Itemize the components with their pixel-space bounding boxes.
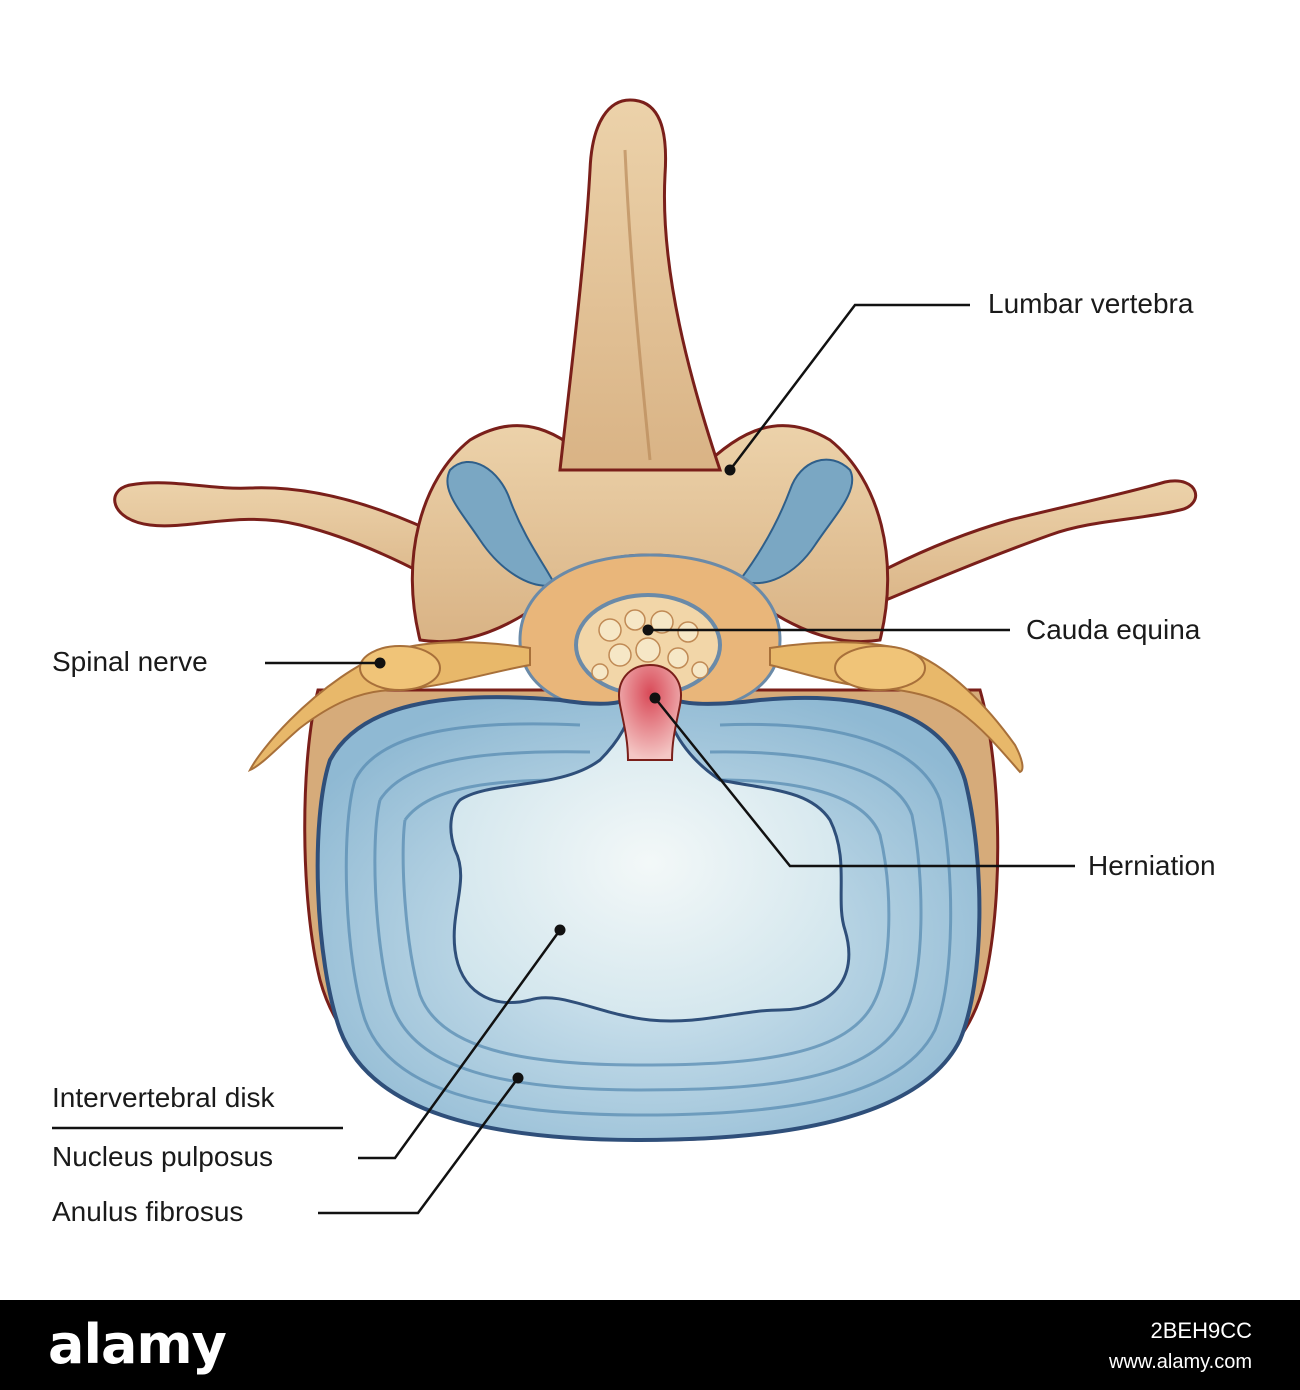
label-nucleus-pulposus: Nucleus pulposus bbox=[52, 1141, 274, 1172]
website-link[interactable]: www.alamy.com bbox=[1109, 1351, 1252, 1373]
spinous-process bbox=[558, 98, 723, 472]
leader-lines bbox=[52, 303, 1075, 1215]
anulus-rings bbox=[344, 722, 953, 1117]
label-lumbar-vertebra: Lumbar vertebra bbox=[988, 288, 1194, 319]
leader-dots bbox=[374, 464, 736, 1084]
left-transverse-process bbox=[113, 481, 473, 604]
brand-logo: alamy bbox=[48, 1313, 227, 1376]
leader-lumbar-vertebra bbox=[729, 303, 970, 471]
cauda-equina-nerve-roots bbox=[591, 609, 709, 681]
label-anulus-fibrosus: Anulus fibrosus bbox=[52, 1196, 244, 1227]
label-herniation: Herniation bbox=[1088, 850, 1216, 881]
label-spinal-nerve: Spinal nerve bbox=[52, 646, 208, 677]
watermark-footer: alamy 2BEH9CC www.alamy.com bbox=[0, 1300, 1300, 1390]
spine-illustration bbox=[52, 98, 1198, 1215]
herniation bbox=[618, 663, 682, 761]
leader-nucleus-pulposus bbox=[358, 929, 562, 1160]
image-id: 2BEH9CC bbox=[1150, 1318, 1252, 1343]
label-intervertebral-disk: Intervertebral disk bbox=[52, 1082, 275, 1113]
leader-anulus-fibrosus bbox=[318, 1077, 520, 1215]
label-cauda-equina: Cauda equina bbox=[1026, 614, 1201, 645]
right-transverse-process bbox=[827, 479, 1198, 617]
leader-herniation bbox=[654, 697, 1075, 868]
